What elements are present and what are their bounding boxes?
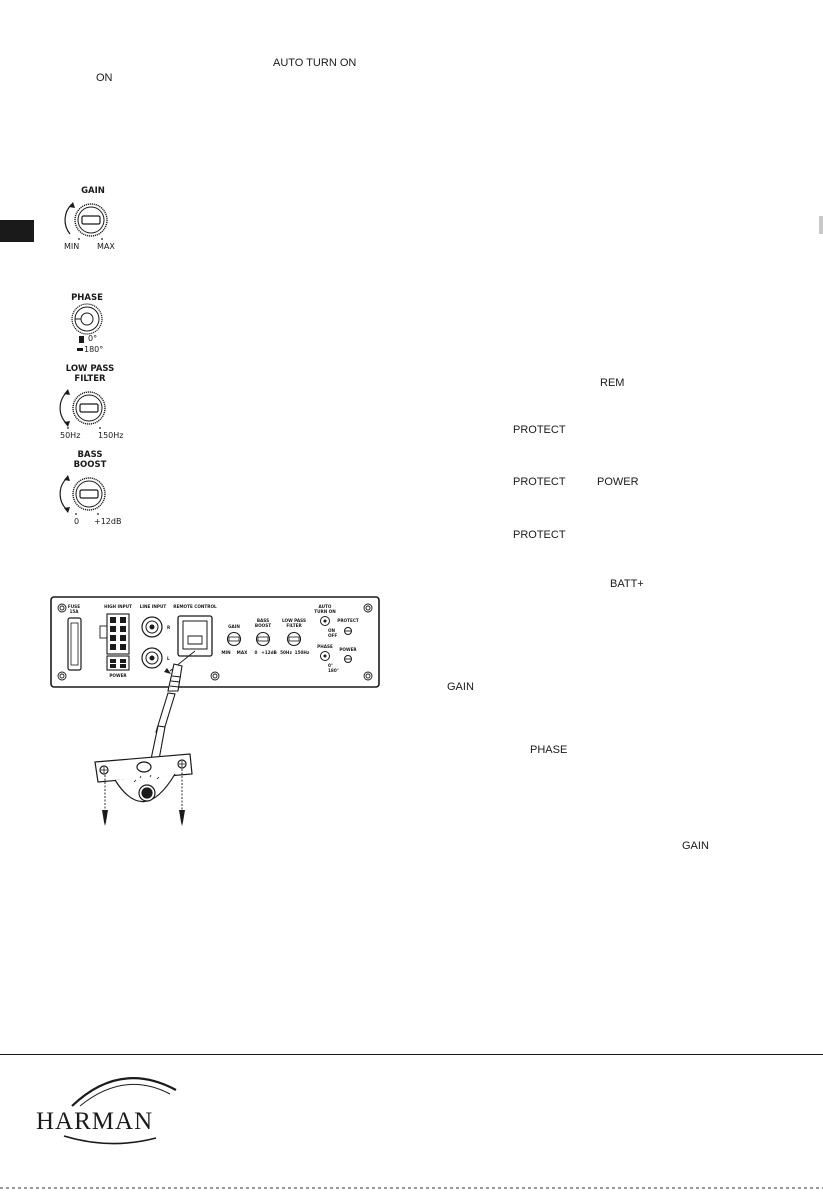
panel-auto-label-2: TURN ON xyxy=(314,609,336,614)
protect-label-2: PROTECT xyxy=(513,476,566,488)
power-connector xyxy=(106,655,130,671)
protect-label-3: PROTECT xyxy=(513,529,566,541)
harman-logo-arc xyxy=(71,1077,177,1107)
bass-knob-title-1: BASS xyxy=(77,450,103,460)
section-tab xyxy=(0,220,34,242)
amplifier-panel-outline xyxy=(50,596,380,688)
panel-remote-control-label: REMOTE CONTROL xyxy=(173,604,217,609)
panel-bass-min: 0 xyxy=(255,650,258,655)
panel-line-r: R xyxy=(167,625,171,630)
cable-plug xyxy=(167,663,183,692)
panel-auto-label-1: AUTO xyxy=(319,604,332,609)
rem-label: REM xyxy=(600,377,625,389)
harman-logo-underline xyxy=(63,1135,157,1145)
panel-phase-180: 180° xyxy=(328,668,339,673)
panel-lpf-max: 150Hz xyxy=(295,650,310,655)
panel-lpf-label-1: LOW PASS xyxy=(282,618,306,623)
bass-min-label: 0 xyxy=(74,517,80,526)
lpf-min-label: 50Hz xyxy=(60,431,81,440)
on-label: ON xyxy=(96,72,113,84)
fuse-holder xyxy=(67,617,82,671)
gain-knob-title: GAIN xyxy=(81,186,105,196)
remote-control-port xyxy=(177,615,213,657)
power-label: POWER xyxy=(597,476,639,488)
panel-phase-0: 0° xyxy=(328,663,333,668)
panel-lpf-label-2: FILTER xyxy=(286,623,302,628)
panel-protect-label: PROTECT xyxy=(337,618,359,623)
bass-knob-title-2: BOOST xyxy=(73,460,107,470)
panel-high-input-label: HIGH INPUT xyxy=(104,604,132,609)
panel-bass-label-2: BOOST xyxy=(255,623,271,628)
bass-max-label: +12dB xyxy=(94,517,122,526)
panel-gain-max: MAX xyxy=(237,650,248,655)
lpf-knob-title-2: FILTER xyxy=(74,374,106,384)
panel-line-input-label: LINE INPUT xyxy=(140,604,167,609)
lpf-knob-title-1: LOW PASS xyxy=(65,364,115,374)
gain-knob[interactable] xyxy=(58,194,118,244)
panel-gain-min: MIN xyxy=(221,650,231,655)
bass-boost-knob[interactable] xyxy=(52,470,118,518)
panel-power-led-label: POWER xyxy=(339,647,357,652)
phase-180-label: 180° xyxy=(84,345,104,354)
phase-switch-title: PHASE xyxy=(71,293,103,303)
panel-fuse-label: FUSE xyxy=(68,604,80,609)
remote-controller xyxy=(94,753,193,803)
panel-auto-on: ON xyxy=(328,628,336,633)
phase-0-label: 0° xyxy=(88,334,98,343)
lpf-knob[interactable] xyxy=(52,384,118,432)
phase-switch[interactable] xyxy=(68,302,108,336)
panel-bass-label-1: BASS xyxy=(257,618,269,623)
gain-max-label: MAX xyxy=(97,242,115,251)
panel-lpf-min: 50Hz xyxy=(280,650,292,655)
panel-line-l: L xyxy=(167,656,170,661)
phase-label: PHASE xyxy=(530,744,568,756)
lpf-max-label: 150Hz xyxy=(98,431,124,440)
panel-power-connector-label: POWER xyxy=(109,673,127,678)
batt-label: BATT+ xyxy=(610,578,644,590)
protect-label-1: PROTECT xyxy=(513,424,566,436)
panel-bass-max: +12dB xyxy=(261,650,277,655)
footer-rule xyxy=(0,1054,823,1055)
gain-label-1: GAIN xyxy=(447,681,474,693)
gain-min-label: MIN xyxy=(64,242,80,251)
panel-auto-off: OFF xyxy=(328,633,337,638)
auto-turn-on-label: AUTO TURN ON xyxy=(273,57,357,69)
panel-gain-label: GAIN xyxy=(228,624,240,629)
harman-logo: HARMAN xyxy=(36,1108,154,1135)
edge-marker xyxy=(819,216,823,234)
amplifier-panel-diagram: FUSE 15A HIGH INPUT POWER LINE INPUT R L… xyxy=(50,596,380,826)
panel-fuse-rating: 15A xyxy=(69,609,79,614)
phase-up-marker xyxy=(79,336,84,343)
crop-marks xyxy=(0,1187,823,1189)
phase-down-marker xyxy=(77,348,83,351)
gain-label-2: GAIN xyxy=(682,840,709,852)
panel-phase-label: PHASE xyxy=(317,644,333,649)
